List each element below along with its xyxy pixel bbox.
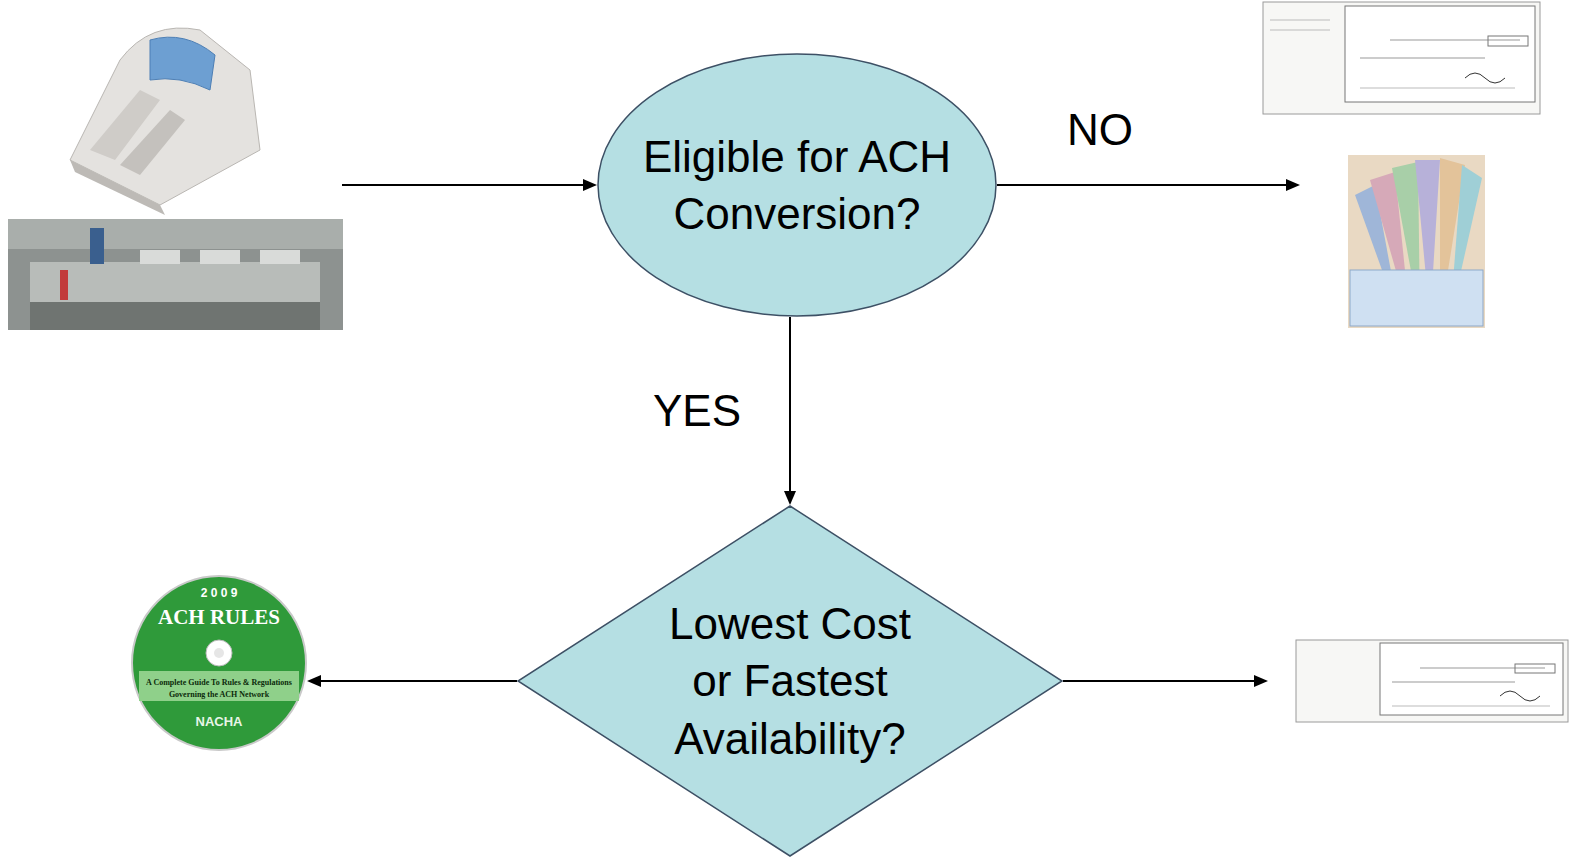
fanned-checks [1348, 155, 1485, 328]
check-image [1263, 2, 1540, 114]
cd-subtitle: A Complete Guide To Rules & Regulations … [139, 677, 299, 701]
flow-connector [784, 317, 796, 505]
ach-rules-cd: 2 0 0 9 ACH RULES A Complete Guide To Rule… [131, 575, 307, 751]
publisher-text: NACHA [131, 715, 307, 730]
node-text: Lowest Cost or Fastest Availability? [645, 595, 935, 767]
edge-label: YES [653, 389, 741, 433]
check-image [1296, 640, 1568, 722]
cd-title: ACH RULES [131, 605, 307, 629]
year-text: 2 0 0 9 [131, 587, 307, 601]
decision-ellipse: Eligible for ACH Conversion? [597, 53, 997, 317]
branch-label: NO [1067, 108, 1133, 152]
check-scanner [70, 28, 260, 215]
decision-diamond: Lowest Cost or Fastest Availability? [517, 505, 1063, 857]
decision-ellipse-outline [597, 53, 997, 317]
check-sorter-photo [8, 219, 343, 330]
node-text: Eligible for ACH Conversion? [607, 128, 987, 242]
flow-connector [307, 675, 517, 687]
